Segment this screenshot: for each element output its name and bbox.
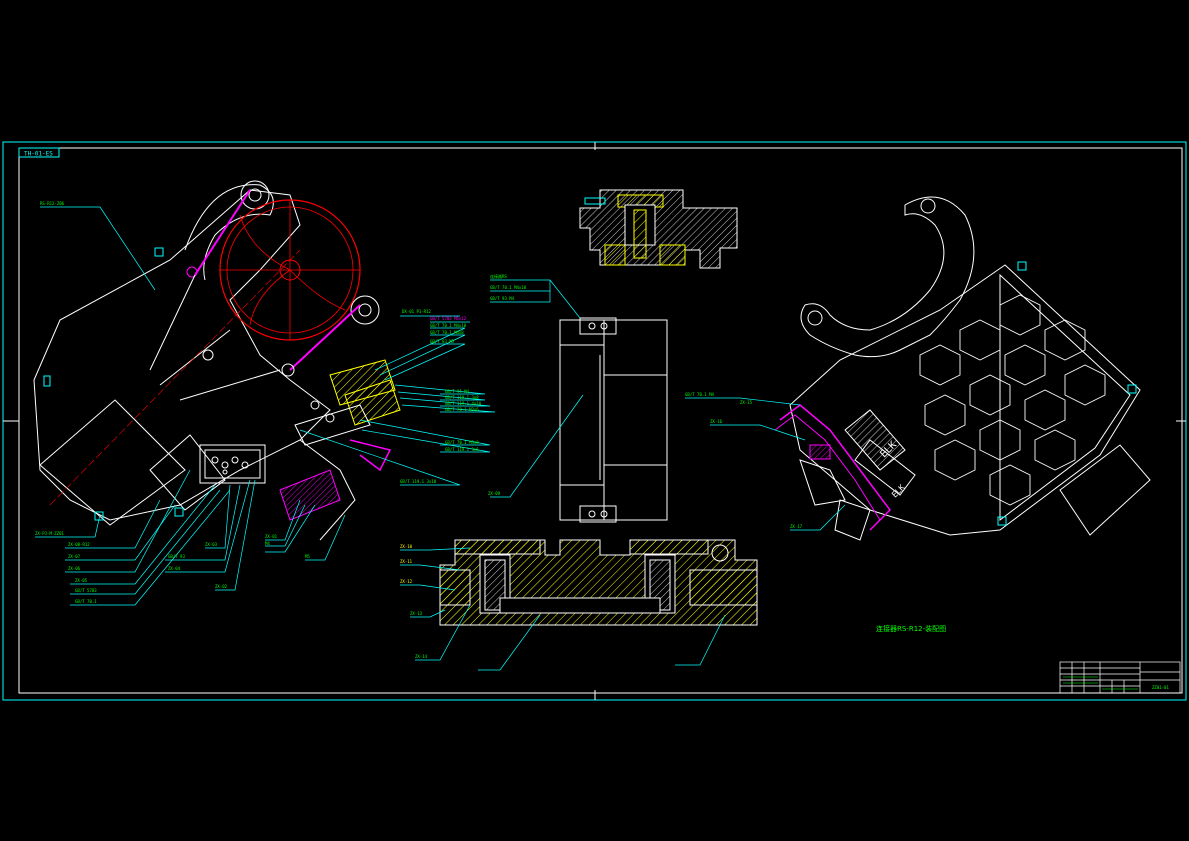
label-m5: M5 [305,554,310,559]
label-zx-13: ZX-13 [410,611,423,616]
center-main-section-view [439,317,758,626]
label-zx-14: ZX-14 [415,654,428,659]
label-gbt5783: GB/T 5783 M5x12 [430,316,467,321]
right-view-annotations [685,397,846,531]
label-gbt70-b: GB/T 70.1 [75,599,97,604]
label-gbt95-m4: GB/T 95 M4 [445,389,470,394]
label-zx-07: ZX-07 [68,554,81,559]
label-gbt93-m5: GB/T 93 M5 [430,339,455,344]
label-zx-05: ZX-05 [75,578,88,583]
label-gbt70-m4x10: GB/T 70.1 M4x10 [430,323,467,328]
drawing-title: 连接器RS-R12-装配图 [876,624,946,633]
left-assembly-view [33,180,401,541]
drawing-number-tag: TH-01-ES [18,147,60,158]
drawing-frame [2,141,1187,701]
label-dx-01: DX-01 P1-R12 [402,309,431,314]
label-zx-15: ZX-15 [740,400,753,405]
label-gbt119-3x10: GB/T 119.1 3x10 [400,479,437,484]
label-gbt70-m3x6: GB/T 70.1 M3x6 [445,407,479,412]
label-gbt93-b: GB/T 93 [168,554,185,559]
left-view-annotations [35,206,496,606]
label-gbt5783-b: GB/T 5783 [75,588,97,593]
label-rs-r12-z06: RS-R12-Z06 [40,201,65,206]
label-zx-02: ZX-02 [215,584,228,589]
drawing-number-text: TH-01-ES [24,151,53,158]
label-m4: M4 [265,541,270,546]
label-gbt70-m4x10-c: GB/T 70.1 M4x10 [490,285,527,290]
svg-text:ELK: ELK [890,483,907,500]
center-top-section-view [579,189,738,269]
label-gbt119-4x10: GB/T 119.1 4x10 [445,401,482,406]
label-gbt70-m3x8: GB/T 70.1 M3x8 [445,440,479,445]
label-zx-03: ZX-03 [205,542,218,547]
label-zx-08: ZX-08-R12 [68,542,90,547]
label-zx-06: ZX-06 [68,566,81,571]
label-gbt70-m4x8: GB/T 70.1 M4x8 [430,330,464,335]
label-zx-10: ZX-10 [400,544,413,549]
center-view-annotations [400,279,726,671]
label-gbt119-3x8: GB/T 119.1 3x8 [445,395,479,400]
label-zx-09: ZX-09 [488,491,501,496]
title-block-code: ZZ01-01 [1152,685,1169,690]
right-assembly-view: ELK ELK [774,196,1151,541]
label-zx-04: ZX-04 [168,566,181,571]
center-view-labels: 连接器RS GB/T 70.1 M4x10 GB/T 93 M4 ZX-09 Z… [400,273,527,659]
right-view-labels: GB/T 70.1 M4 ZX-15 ZX-16 ZX-17 [685,392,803,529]
label-gbt119-3x6: GB/T 119.1 3x6 [445,447,479,452]
left-view-labels: RS-R12-Z06 DX-01 P1-R12 GB/T 5783 M5x12 … [35,201,482,604]
label-zx-17: ZX-17 [790,524,803,529]
label-zx-16: ZX-16 [710,419,723,424]
label-gbt93-m4-c: GB/T 93 M4 [490,296,515,301]
label-zx-pj: ZX-PJ-M-ZZ01 [35,531,64,536]
label-connector-rs: 连接器RS [490,273,507,279]
label-gbt70-m4-r: GB/T 70.1 M4 [685,392,714,397]
title-block: ZZ01-01 [1059,661,1181,694]
label-zx-11: ZX-11 [400,559,413,564]
label-zx-01: ZX-01 [265,534,278,539]
label-zx-12: ZX-12 [400,579,413,584]
